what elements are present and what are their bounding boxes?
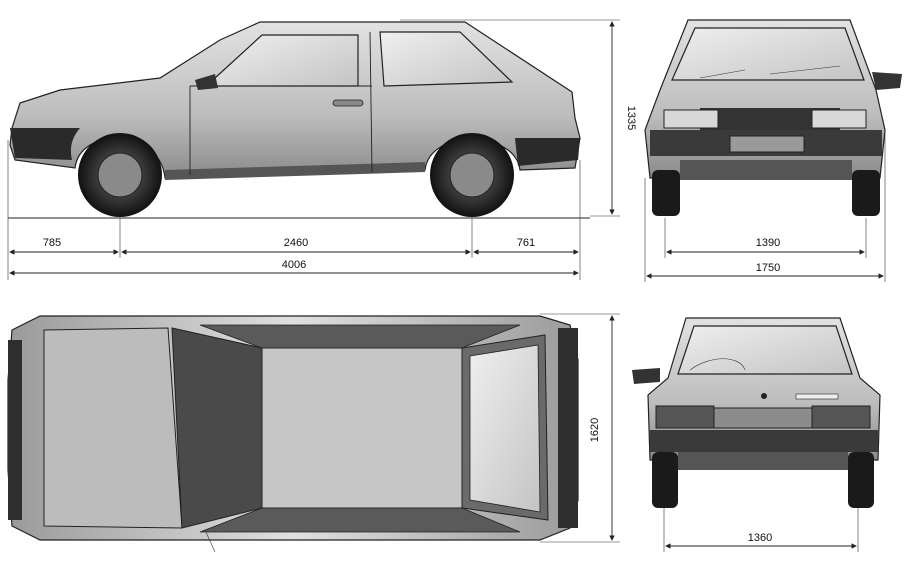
mirror-left <box>632 368 660 384</box>
rear-dimensions: 1360 <box>663 508 859 552</box>
roof <box>261 347 463 509</box>
headlight-right <box>811 109 867 129</box>
dim-rear-track: 1360 <box>748 532 772 544</box>
hood <box>43 327 183 529</box>
dim-front-track: 1390 <box>756 237 780 249</box>
rear-bumper-face <box>650 430 878 452</box>
side-mirror <box>195 74 218 90</box>
top-dimensions: 1620 <box>540 313 620 543</box>
rear-badge <box>761 393 767 399</box>
top-windshield <box>171 327 263 529</box>
rear-window <box>677 325 853 375</box>
license-plate-rear <box>713 407 813 429</box>
side-dimensions: 785 2460 761 4006 1335 <box>7 19 637 280</box>
rear-bumper <box>515 138 580 166</box>
windshield <box>671 27 865 81</box>
headlight-left <box>663 109 719 129</box>
rear-spoiler-top <box>558 328 578 528</box>
front-tire-left <box>652 170 680 216</box>
front-bumper-top <box>8 340 22 520</box>
rear-tire-right <box>848 452 874 508</box>
rear-view <box>632 317 881 508</box>
dim-wheelbase: 2460 <box>284 237 308 249</box>
side-window-rear <box>379 31 514 87</box>
dim-body-width: 1620 <box>589 418 601 442</box>
door-handle <box>332 99 364 107</box>
dim-overall-length: 4006 <box>282 259 306 271</box>
mirror-right <box>872 72 902 90</box>
side-view <box>8 21 590 219</box>
dim-height: 1335 <box>625 106 637 130</box>
dim-overall-width: 1750 <box>756 262 780 274</box>
front-tire-right <box>852 170 880 216</box>
dim-rear-overhang: 761 <box>517 237 535 249</box>
license-plate-front <box>729 135 805 153</box>
taillight-left <box>655 405 715 429</box>
rear-tire-left <box>652 452 678 508</box>
front-view <box>644 19 902 216</box>
front-bumper <box>10 128 80 160</box>
front-dimensions: 1390 1750 <box>644 130 886 282</box>
side-sill <box>165 162 425 180</box>
top-view <box>7 315 579 553</box>
dim-front-overhang: 785 <box>43 237 61 249</box>
taillight-right <box>811 405 871 429</box>
front-grille <box>700 108 840 130</box>
